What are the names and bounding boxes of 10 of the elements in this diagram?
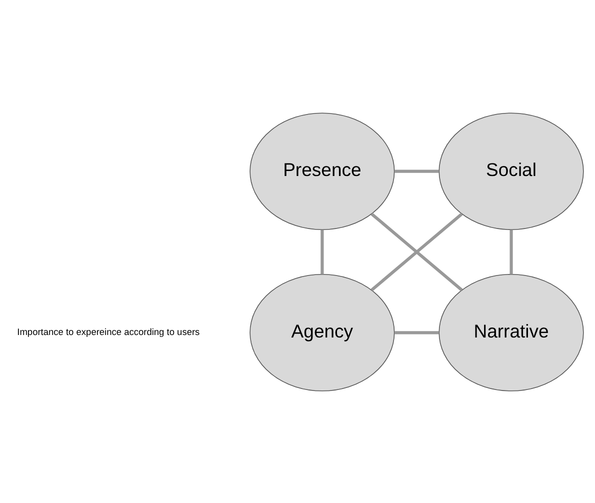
node-ellipse: Agency xyxy=(250,274,395,391)
node-ellipse: Narrative xyxy=(438,274,584,391)
connector xyxy=(394,169,440,172)
connector xyxy=(370,212,463,291)
connector xyxy=(394,330,440,334)
label: Importance to expereince according to users xyxy=(17,326,200,337)
connector xyxy=(510,229,513,274)
connector xyxy=(320,229,324,274)
node-ellipse: Presence xyxy=(250,112,395,230)
node-ellipse: Social xyxy=(438,112,584,230)
